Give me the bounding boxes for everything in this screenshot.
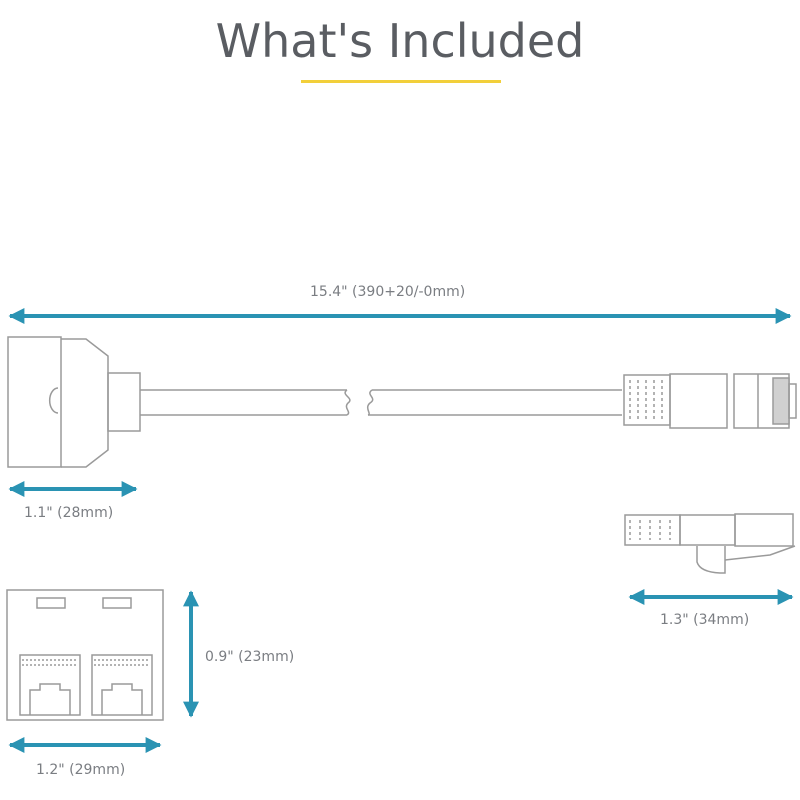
coupler-width-label: 1.2" (29mm) xyxy=(36,762,126,778)
rj45-plug-side xyxy=(624,513,796,574)
coupler-front-view xyxy=(6,589,164,721)
rj45-plug-top xyxy=(623,373,797,429)
title-underline xyxy=(301,80,501,83)
overall-length-label: 15.4" (390+20/-0mm) xyxy=(310,284,466,300)
plug-length-label: 1.3" (34mm) xyxy=(660,612,750,628)
coupler-height-label: 0.9" (23mm) xyxy=(205,649,295,665)
page-title: What's Included xyxy=(215,14,585,68)
coupler-length-label: 1.1" (28mm) xyxy=(24,505,114,521)
coupler-side-view xyxy=(7,336,622,468)
